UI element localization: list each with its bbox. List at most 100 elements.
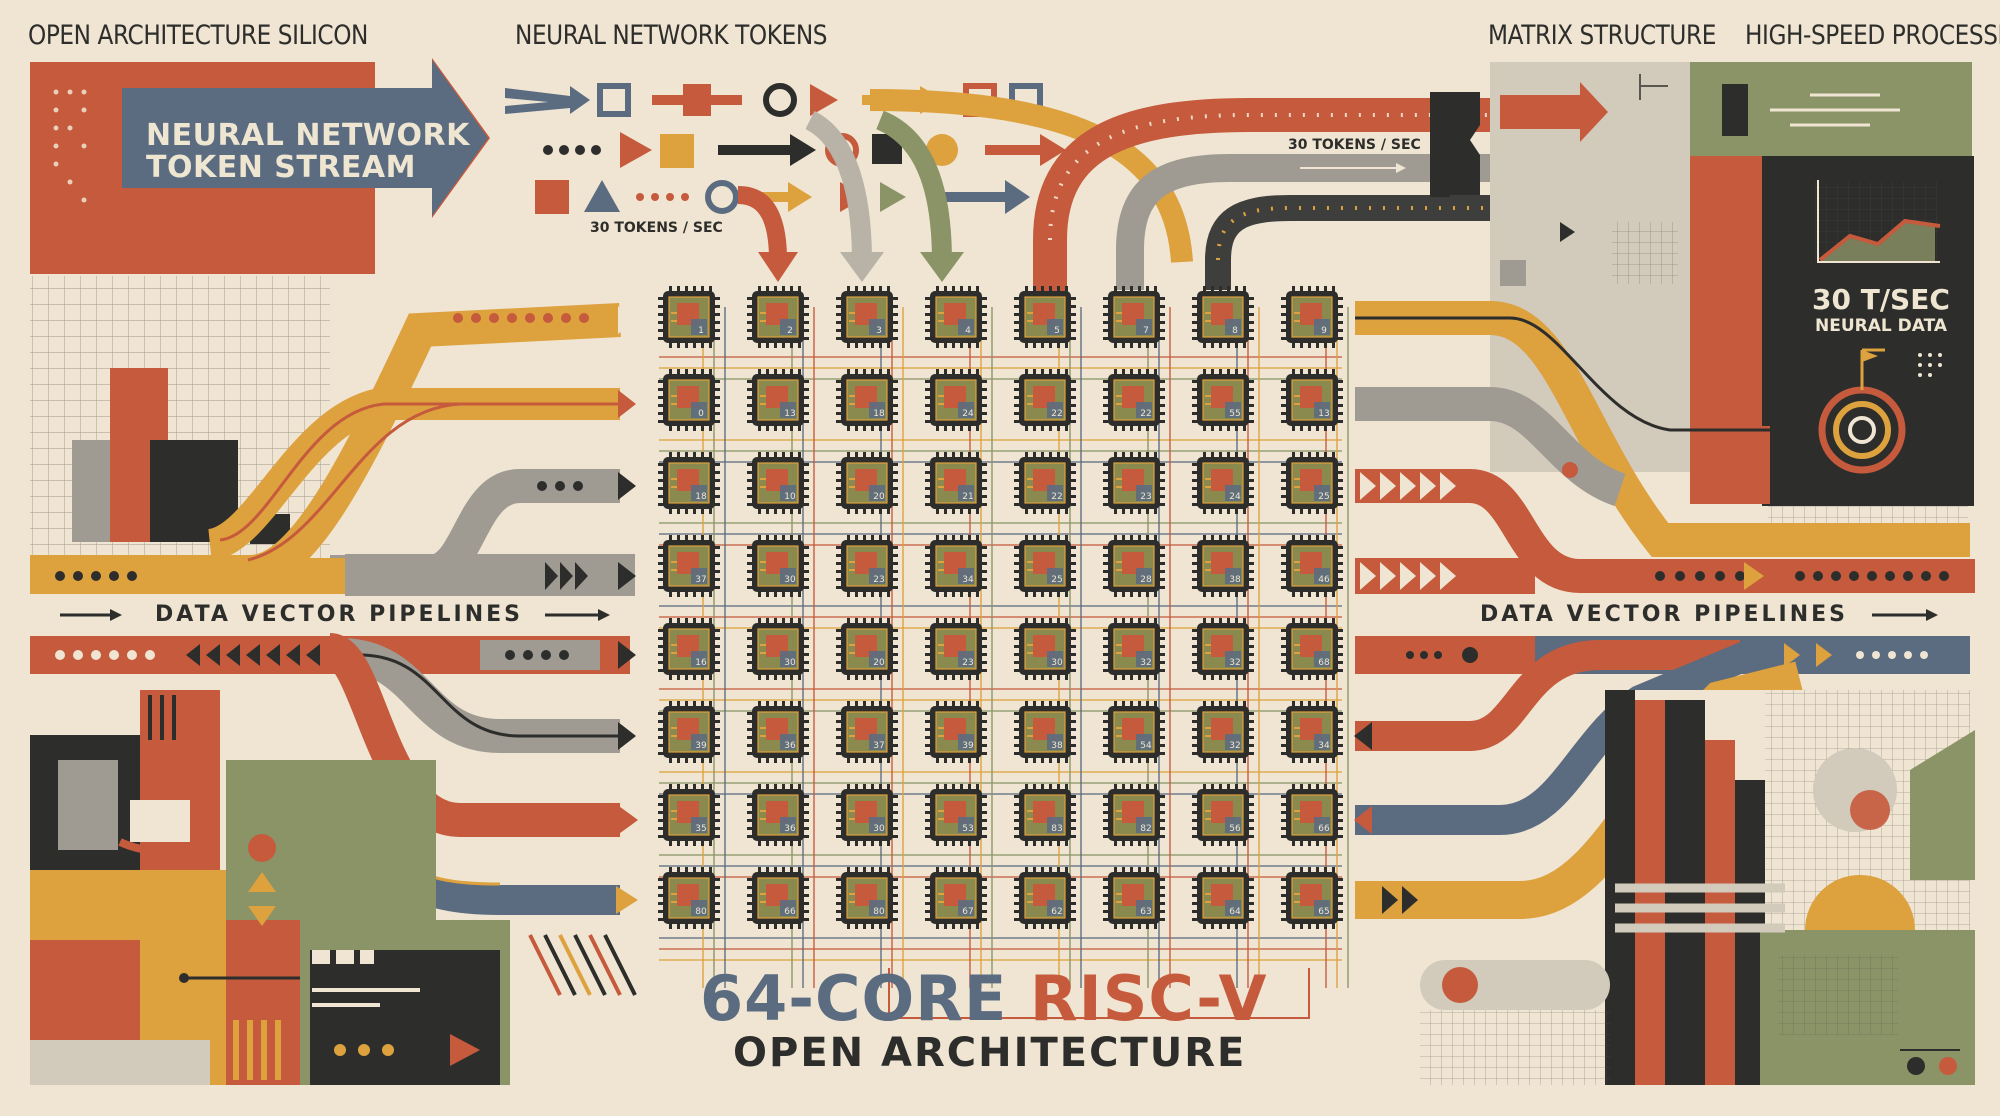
token-stream-line2: TOKEN STREAM xyxy=(146,150,416,185)
header-high-speed: HIGH-SPEED PROCESSING xyxy=(1745,20,2000,51)
core-id-label: 20 xyxy=(873,658,885,668)
core-id-label: 10 xyxy=(784,492,796,502)
left-lower-pipelines xyxy=(55,633,638,915)
core-chip: 25 xyxy=(1014,535,1076,597)
core-chip: 20 xyxy=(836,618,898,680)
core-id-label: 46 xyxy=(1318,575,1330,585)
core-chip: 36 xyxy=(747,701,809,763)
core-chip: 80 xyxy=(658,867,720,929)
token-stream-line1: NEURAL NETWORK xyxy=(146,118,470,153)
core-id-label: 65 xyxy=(1318,907,1329,917)
core-chip: 36 xyxy=(747,784,809,846)
core-chip: 9 xyxy=(1281,286,1343,348)
panel-speed-sub: NEURAL DATA xyxy=(1815,316,1948,336)
pipelines-right-label: DATA VECTOR PIPELINES xyxy=(1480,602,1849,627)
core-id-label: 22 xyxy=(1051,409,1062,419)
core-chip: 2 xyxy=(747,286,809,348)
top-left-block xyxy=(30,58,490,274)
rate-right: 30 TOKENS / SEC xyxy=(1288,137,1421,153)
core-chip: 0 xyxy=(658,369,720,431)
core-id-label: 25 xyxy=(1318,492,1329,502)
core-id-label: 36 xyxy=(784,824,796,834)
core-chip: 54 xyxy=(1103,701,1165,763)
core-chip: 64 xyxy=(1192,867,1254,929)
header-open-architecture: OPEN ARCHITECTURE SILICON xyxy=(28,20,369,51)
core-id-label: 28 xyxy=(1140,575,1152,585)
core-chip: 38 xyxy=(1192,535,1254,597)
core-chip: 22 xyxy=(1103,369,1165,431)
core-id-label: 63 xyxy=(1140,907,1151,917)
core-chip: 28 xyxy=(1103,535,1165,597)
core-chip: 30 xyxy=(747,535,809,597)
core-chip: 21 xyxy=(925,452,987,514)
core-chip: 22 xyxy=(1014,452,1076,514)
core-chip: 7 xyxy=(1103,286,1165,348)
core-id-label: 23 xyxy=(962,658,973,668)
core-chip: 46 xyxy=(1281,535,1343,597)
rate-left: 30 TOKENS / SEC xyxy=(590,220,723,236)
core-chip: 34 xyxy=(925,535,987,597)
core-chip: 32 xyxy=(1103,618,1165,680)
core-chip: 8 xyxy=(1192,286,1254,348)
top-right-arcs xyxy=(1033,98,1570,300)
core-id-label: 34 xyxy=(962,575,974,585)
core-chip: 32 xyxy=(1192,701,1254,763)
core-id-label: 39 xyxy=(962,741,974,751)
core-id-label: 1 xyxy=(698,326,704,336)
core-id-label: 9 xyxy=(1321,326,1327,336)
core-id-label: 37 xyxy=(695,575,706,585)
core-chip: 63 xyxy=(1103,867,1165,929)
core-chip: 66 xyxy=(1281,784,1343,846)
core-id-label: 80 xyxy=(695,907,707,917)
right-pipeline-details xyxy=(1355,462,1949,594)
core-id-label: 38 xyxy=(1051,741,1063,751)
core-chip: 53 xyxy=(925,784,987,846)
core-id-label: 3 xyxy=(876,326,882,336)
title-core-count: 64-CORE xyxy=(700,962,1008,1035)
core-chip: 62 xyxy=(1014,867,1076,929)
header-neural-tokens: NEURAL NETWORK TOKENS xyxy=(515,20,828,51)
subtitle-open-architecture: OPEN ARCHITECTURE xyxy=(733,1030,1247,1076)
core-chip: 32 xyxy=(1192,618,1254,680)
core-id-label: 24 xyxy=(962,409,974,419)
core-chip: 20 xyxy=(836,452,898,514)
core-chip: 66 xyxy=(747,867,809,929)
core-chip: 39 xyxy=(658,701,720,763)
core-chip: 4 xyxy=(925,286,987,348)
core-chip: 39 xyxy=(925,701,987,763)
core-id-label: 7 xyxy=(1143,326,1149,336)
core-id-label: 8 xyxy=(1232,326,1238,336)
core-id-label: 4 xyxy=(965,326,971,336)
core-id-label: 37 xyxy=(873,741,884,751)
core-chip: 3 xyxy=(836,286,898,348)
core-chip: 55 xyxy=(1192,369,1254,431)
core-chip: 30 xyxy=(836,784,898,846)
core-id-label: 0 xyxy=(698,409,704,419)
core-chip: 30 xyxy=(1014,618,1076,680)
token-row-2 xyxy=(543,132,1066,168)
core-id-label: 36 xyxy=(784,741,796,751)
right-pipelines-upper xyxy=(1355,301,1975,593)
core-id-label: 24 xyxy=(1229,492,1241,502)
main-title: 64-CORE RISC-V xyxy=(700,962,1268,1035)
core-id-label: 30 xyxy=(873,824,885,834)
core-id-label: 18 xyxy=(695,492,707,502)
core-id-label: 30 xyxy=(784,658,796,668)
core-id-label: 13 xyxy=(784,409,795,419)
core-chip: 37 xyxy=(836,701,898,763)
title-isa: RISC-V xyxy=(1029,962,1268,1035)
core-chip: 80 xyxy=(836,867,898,929)
core-id-label: 62 xyxy=(1051,907,1062,917)
core-chip: 34 xyxy=(1281,701,1343,763)
core-chip: 35 xyxy=(658,784,720,846)
panel-speed-value: 30 T/SEC xyxy=(1812,283,1950,316)
core-id-label: 56 xyxy=(1229,824,1241,834)
token-row-3 xyxy=(535,180,1030,214)
core-id-label: 67 xyxy=(962,907,973,917)
core-chip: 83 xyxy=(1014,784,1076,846)
core-id-label: 30 xyxy=(784,575,796,585)
core-id-label: 38 xyxy=(1229,575,1241,585)
